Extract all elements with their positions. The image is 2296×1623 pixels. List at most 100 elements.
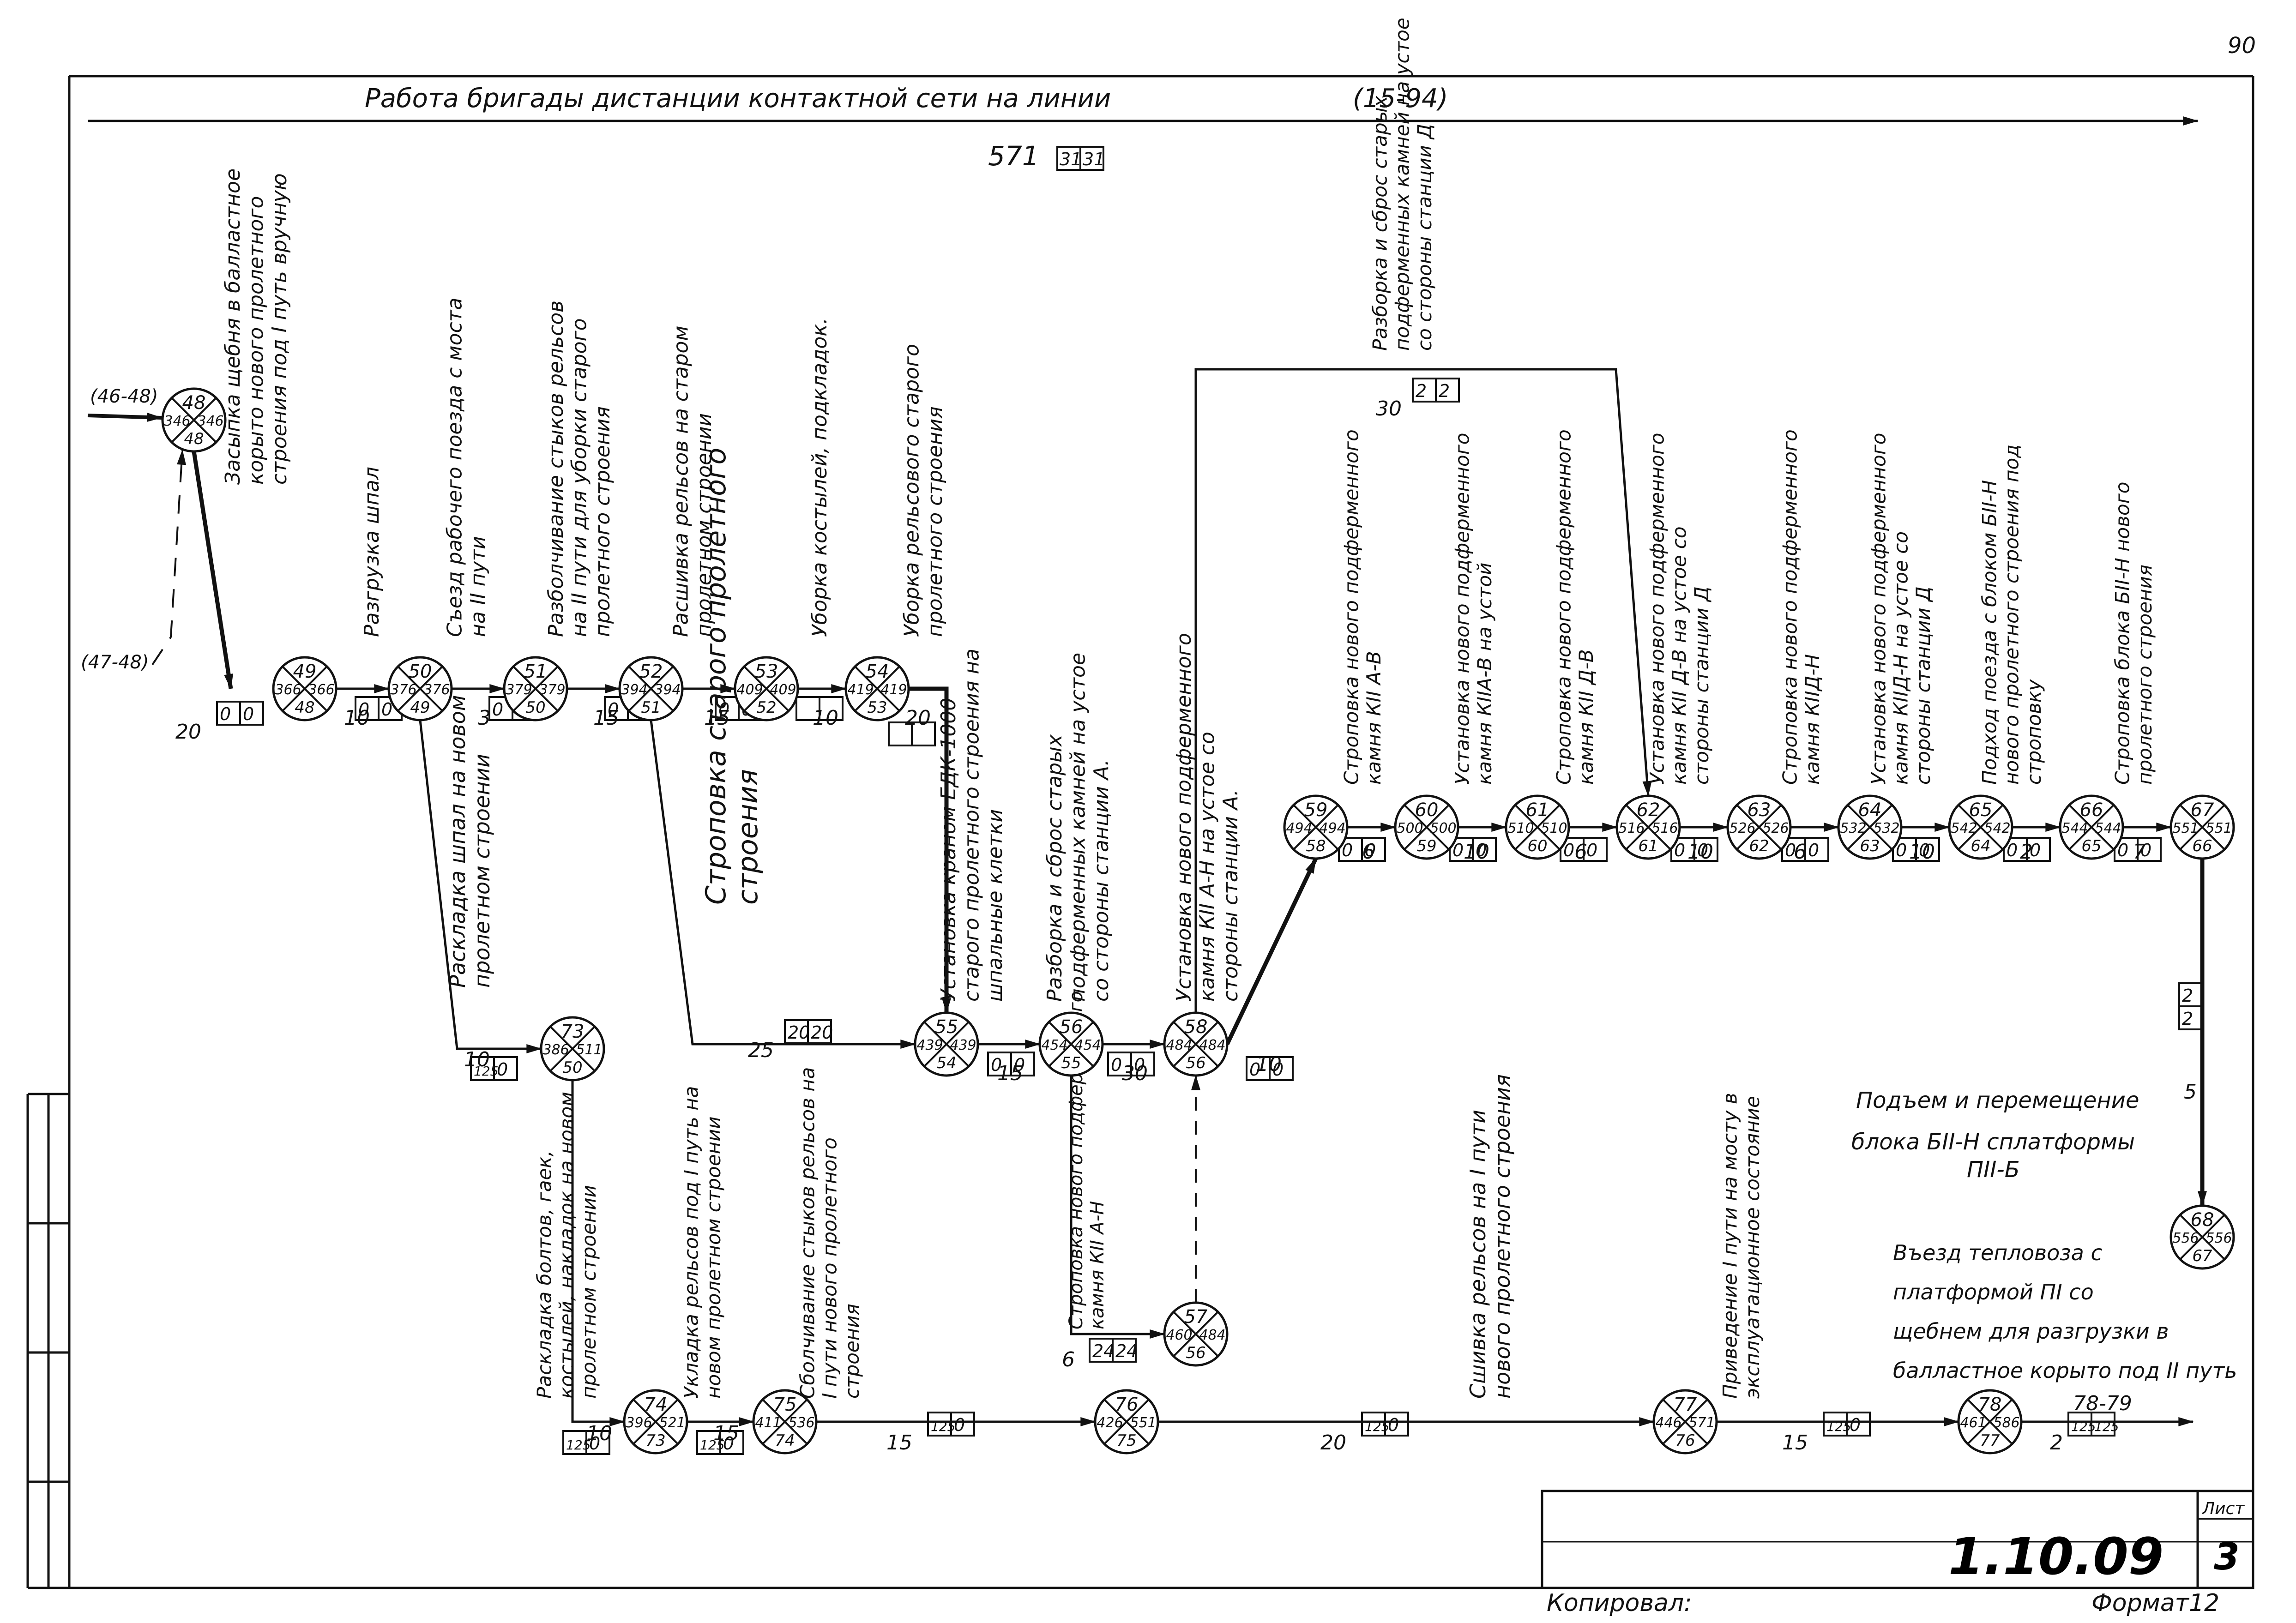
edge-74-75-duration: 15 bbox=[713, 1422, 739, 1445]
node-61-late: 510 bbox=[1541, 820, 1567, 836]
node-74-number: 74 bbox=[644, 1394, 668, 1415]
node-64-number: 64 bbox=[1858, 799, 1882, 821]
node-78-early: 461 bbox=[1960, 1415, 1986, 1431]
edge-50-73-box-2-value: 0 bbox=[497, 1059, 508, 1080]
edge-55-56-label-line-2: старого пролетного строения на bbox=[960, 649, 983, 1002]
edge-60-61-box-2-value: 0 bbox=[1476, 840, 1487, 860]
edge-56-58-label-line-2: подферменных камней на устое bbox=[1066, 653, 1090, 1002]
edge-56-57-label-line-2: камня КII А-Н bbox=[1087, 1201, 1108, 1329]
edge-63-64-label-line-1: Строповка нового подферменного bbox=[1779, 429, 1802, 785]
edge-63-64-box-2-value: 0 bbox=[1808, 840, 1819, 860]
node-57-late: 484 bbox=[1199, 1327, 1225, 1343]
edge-61-62-duration: 6 bbox=[1574, 840, 1587, 864]
node-76-late: 551 bbox=[1130, 1415, 1156, 1431]
node-63-number: 63 bbox=[1748, 799, 1771, 821]
node-51-early: 379 bbox=[506, 682, 532, 698]
edge-77-78-box-2 bbox=[1846, 1412, 1871, 1437]
edge-66-67-label-line-2: пролетного строения bbox=[2133, 565, 2156, 785]
edge-76-77-label-line-2: нового пролетного строения bbox=[1490, 1074, 1515, 1399]
edge-58-59-box-2-value: 0 bbox=[1272, 1059, 1284, 1080]
edge-58-59-label-line-1: Установка нового подферменного bbox=[1172, 633, 1196, 1002]
node-54-early: 419 bbox=[847, 682, 874, 698]
edge-53-54-label-line-1: Уборка костылей, подкладок. bbox=[808, 318, 832, 637]
node-52-late: 394 bbox=[654, 682, 681, 698]
node-56-divider-b bbox=[1048, 1021, 1094, 1067]
node-57-divider-b bbox=[1173, 1311, 1219, 1357]
edge-52-55-label-line-2: строения bbox=[732, 769, 764, 905]
edge-63-64-label-line-2: камня КIIД-Н bbox=[1801, 654, 1824, 785]
node-65-early: 542 bbox=[1951, 820, 1977, 836]
edge-54-55-label-line-2: пролетного строения bbox=[923, 406, 947, 637]
node-73-number: 73 bbox=[561, 1021, 585, 1042]
edge-60-61-box-2 bbox=[1472, 837, 1497, 862]
stamp-sheet-label: Лист bbox=[2201, 1499, 2245, 1518]
edge-67-68-box-2 bbox=[2178, 1005, 2203, 1030]
node-61-early: 510 bbox=[1507, 820, 1534, 836]
edge-73-74-label-line-2: костылей, накладок на новом bbox=[555, 1092, 578, 1399]
node-62-number: 62 bbox=[1637, 799, 1660, 821]
edge-76-77-duration: 20 bbox=[1320, 1431, 1346, 1455]
edge-64-65-label-line-2: камня КIIД-Н на устое со bbox=[1890, 531, 1912, 785]
edge-77-78-label-line-1: Приведение I пути на мосту в bbox=[1719, 1093, 1742, 1399]
stamp-code: 1.10.09 bbox=[1948, 1527, 2163, 1586]
edge-64-65-duration: 10 bbox=[1909, 840, 1935, 864]
edge-74-75-label-line-1: Укладка рельсов под I путь на bbox=[680, 1086, 703, 1399]
node-59-early: 494 bbox=[1286, 820, 1312, 836]
edge-49-50-duration: 10 bbox=[344, 706, 370, 730]
node-74-divider-b bbox=[633, 1399, 679, 1445]
edge-56-58-box-1-value: 0 bbox=[1111, 1055, 1122, 1075]
edge-58-59-label-line-3: стороны станции А. bbox=[1219, 789, 1242, 1002]
lift-note-line-1: Подъем и перемещение bbox=[1856, 1088, 2139, 1113]
edge-50-73-box-2 bbox=[493, 1056, 518, 1081]
input-ref-top: (46-48) bbox=[90, 386, 158, 407]
node-78-number: 78 bbox=[1978, 1394, 2002, 1415]
node-53-number: 53 bbox=[755, 661, 778, 682]
node-77-number: 77 bbox=[1674, 1394, 1697, 1415]
stamp-copied-by: Копировал: bbox=[1547, 1589, 1692, 1617]
node-48-early: 346 bbox=[164, 413, 190, 429]
node-75-pred: 74 bbox=[775, 1431, 795, 1450]
edge-75-76-label-line-3: строения bbox=[841, 1304, 863, 1399]
node-50-divider-b bbox=[397, 666, 443, 712]
node-75-late: 536 bbox=[788, 1415, 814, 1431]
node-54-late: 419 bbox=[880, 682, 907, 698]
edge-78-79-label-line-2: платформой ПI со bbox=[1893, 1280, 2094, 1304]
edge-67-68-box-1-value: 2 bbox=[2182, 986, 2193, 1006]
edge-78-79-label-line-4: балластное корыто под II путь bbox=[1893, 1358, 2237, 1383]
edge-54-55-box-2 bbox=[911, 721, 936, 746]
input-ref-side: (47-48) bbox=[81, 652, 149, 673]
edge-77-78-label-line-2: эксплуатационное состояние bbox=[1741, 1096, 1764, 1399]
exit-code: 78-79 bbox=[2073, 1392, 2132, 1415]
node-63-early: 526 bbox=[1729, 820, 1755, 836]
edge-52-53-box-1-value: 0 bbox=[718, 699, 729, 720]
node-48-number: 48 bbox=[182, 392, 206, 414]
edge-66-67-duration: 7 bbox=[2133, 840, 2146, 864]
node-62-late: 516 bbox=[1651, 820, 1678, 836]
edge-74-75-label-line-2: новом пролетном строении bbox=[702, 1116, 725, 1399]
edge-78-79-box-2 bbox=[2091, 1412, 2115, 1437]
edge-59-60-box-2 bbox=[1361, 837, 1386, 862]
edge-78-79-label-line-1: Въезд тепловоза с bbox=[1893, 1240, 2103, 1265]
edge-53-54-label: Уборка костылей, подкладок. bbox=[808, 318, 832, 637]
node-63-divider-b bbox=[1736, 804, 1782, 850]
edge-61-62-box-2 bbox=[1583, 837, 1608, 862]
edge-75-76-label-line-2: I пути нового пролетного bbox=[819, 1137, 841, 1399]
edge-78-79-duration: 2 bbox=[2050, 1431, 2063, 1455]
edge-48-49-box-2-value: 0 bbox=[243, 704, 254, 724]
input-arrow-top bbox=[87, 413, 163, 422]
node-75-early: 411 bbox=[755, 1415, 781, 1431]
node-62-divider-b bbox=[1625, 804, 1671, 850]
